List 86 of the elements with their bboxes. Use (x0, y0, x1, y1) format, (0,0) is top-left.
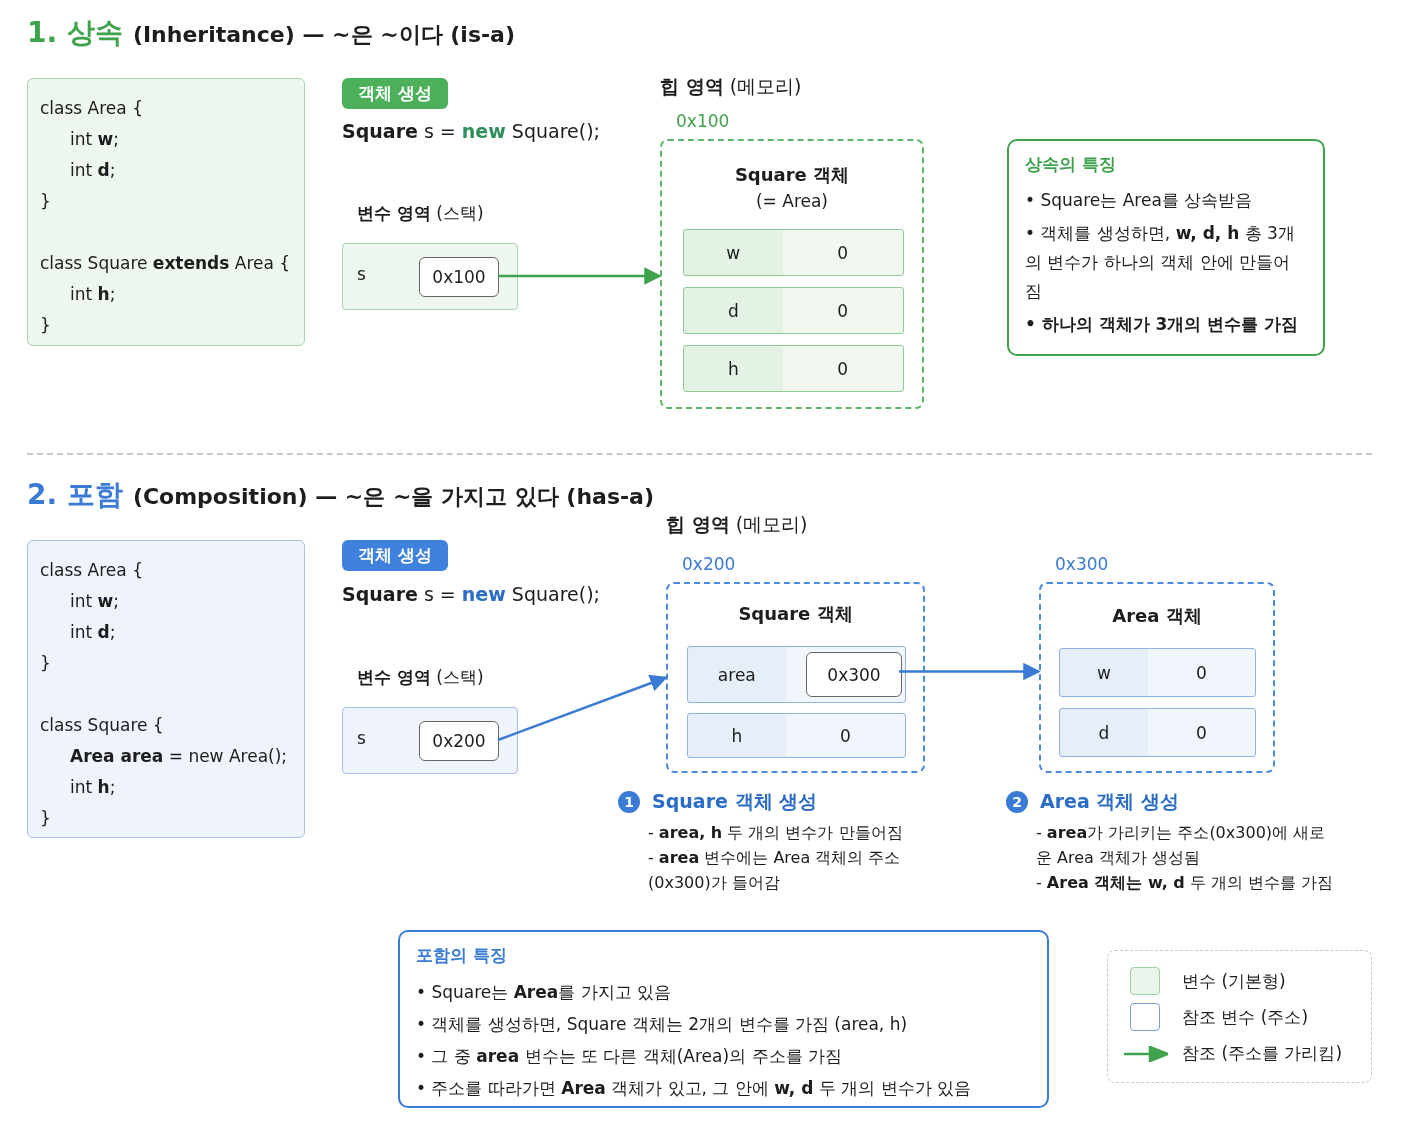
arrow (498, 267, 662, 285)
code-line: int d; (70, 159, 116, 182)
area-heading: 힙 영역 (메모리) (660, 74, 802, 99)
address-label: 0x100 (676, 111, 730, 131)
variable-value: 0 (1194, 662, 1208, 683)
section-title: (Inheritance) — ~은 ~이다 (is-a) (132, 21, 516, 49)
variable-name: d (1097, 722, 1111, 743)
note-text: - area, h 두 개의 변수가 만들어짐 (648, 822, 904, 844)
code-line: class Area { (40, 559, 143, 582)
variable-value: 0 (1194, 722, 1208, 743)
variable-value: 0 (838, 725, 852, 746)
panel-heading: 상속의 특징 (1025, 153, 1117, 176)
section-heading: 변수 영역 (스택) (357, 666, 484, 689)
section-tag: 객체 생성 (342, 78, 448, 109)
note-heading: Square 객체 생성 (652, 789, 818, 814)
panel-heading: 포함의 특징 (416, 944, 508, 967)
bullet-text: • 객체를 생성하면, w, d, h 총 3개의 변수가 하나의 객체 안에 만들어짐 (1025, 222, 1296, 303)
object-title: Square 객체 (733, 163, 851, 187)
code-line: int d; (70, 621, 116, 644)
variable-name: w (1095, 662, 1112, 683)
variable-name: h (730, 725, 744, 746)
code-line: int w; (70, 590, 120, 613)
code-line: } (40, 807, 51, 830)
section-title: (Composition) — ~은 ~을 가지고 있다 (has-a) (132, 483, 654, 511)
address-label: 0x300 (1055, 554, 1109, 574)
object-subtitle: (= Area) (754, 191, 829, 211)
field-row (687, 646, 906, 703)
section-tag: 객체 생성 (342, 540, 448, 571)
variable-name: s (357, 264, 366, 284)
code-line: class Area { (40, 97, 143, 120)
section-heading: 변수 영역 (스택) (357, 202, 484, 225)
bullet-text: • 그 중 area 변수는 또 다른 객체(Area)의 주소를 가짐 (416, 1045, 843, 1068)
arrow (899, 662, 1041, 681)
section-number-title: 1. 상속 (27, 15, 123, 51)
code-statement: Square s = new Square(); (342, 583, 600, 605)
code-statement: Square s = new Square(); (342, 120, 600, 142)
field-row (683, 345, 904, 392)
value-field: 0x200 (419, 721, 499, 761)
code-line: class Square { (40, 714, 164, 737)
bullet-text: • 객체를 생성하면, Square 객체는 2개의 변수를 가짐 (area, h) (416, 1013, 909, 1036)
variable-name: w (725, 242, 742, 263)
bullet-text: • Square는 Area를 상속받음 (1025, 189, 1254, 212)
arrow (497, 674, 668, 742)
section-number-title: 2. 포함 (27, 477, 123, 513)
note-text: - area가 가리키는 주소(0x300)에 새로운 Area 객체가 생성됨 (1036, 822, 1327, 869)
step-number: 1 (618, 791, 640, 813)
note-heading: Area 객체 생성 (1040, 789, 1179, 814)
legend-text: 참조 (주소를 가리킴) (1182, 1042, 1343, 1065)
code-line: int h; (70, 283, 116, 306)
object-title: Square 객체 (737, 602, 854, 626)
field-row (687, 713, 906, 758)
code-panel (27, 78, 305, 346)
code-line: Area area = new Area(); (70, 745, 288, 768)
legend-text: 참조 변수 (주소) (1182, 1006, 1309, 1029)
value-field: 0x300 (806, 652, 902, 697)
value-field: 0x100 (419, 257, 499, 297)
info-panel (398, 930, 1049, 1108)
address-label: 0x200 (682, 554, 736, 574)
bullet-text: • 하나의 객체가 3개의 변수를 가짐 (1025, 313, 1300, 336)
bullet-text: • Square는 Area를 가지고 있음 (416, 981, 673, 1004)
code-line: } (40, 314, 51, 337)
note-text: - Area 객체는 w, d 두 개의 변수를 가짐 (1036, 872, 1335, 894)
code-line: int h; (70, 776, 116, 799)
area-heading: 힙 영역 (메모리) (666, 512, 808, 537)
step-number: 2 (1006, 791, 1028, 813)
field-row (683, 287, 904, 334)
variable-value: 0 (836, 358, 850, 379)
code-line: class Square extends Area { (40, 252, 291, 275)
code-panel (27, 540, 305, 838)
field-row (683, 229, 904, 276)
variable-name: d (726, 300, 740, 321)
variable-name: s (357, 728, 366, 748)
code-line: int w; (70, 128, 120, 151)
variable-name: h (726, 358, 740, 379)
code-line: } (40, 652, 51, 675)
variable-value: 0 (836, 242, 850, 263)
variable-name: area (716, 664, 757, 685)
field-row (1059, 648, 1256, 697)
field-row (1059, 708, 1256, 757)
bullet-text: • 주소를 따라가면 Area 객체가 있고, 그 안에 w, d 두 개의 변수가 있음 (416, 1077, 973, 1100)
code-line: } (40, 190, 51, 213)
note-text: - area 변수에는 Area 객체의 주소(0x300)가 들어감 (648, 847, 902, 894)
info-panel (1007, 139, 1325, 356)
legend-text: 변수 (기본형) (1182, 970, 1286, 993)
variable-value: 0 (836, 300, 850, 321)
object-title: Area 객체 (1111, 604, 1203, 628)
